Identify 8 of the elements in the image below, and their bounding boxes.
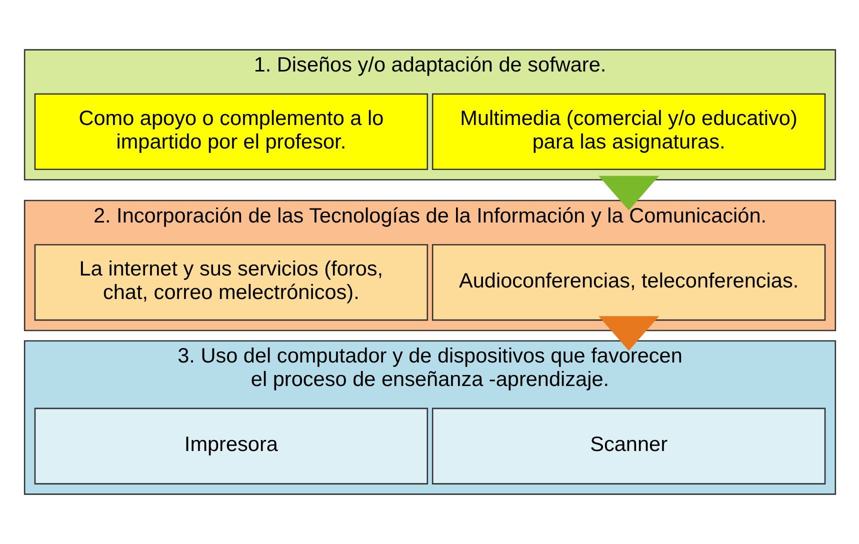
node-box: Multimedia (comercial y/o educativo) para las asignaturas. xyxy=(431,93,826,170)
node-box: Como apoyo o complemento a lo impartido por el profesor. xyxy=(34,93,428,170)
node-box: Scanner xyxy=(431,408,826,484)
arrow xyxy=(598,176,659,210)
arrow xyxy=(598,316,659,351)
node-box: La internet y sus servicios (foros, chat, correo melectrónicos). xyxy=(34,244,428,321)
node-box: Audioconferencias, teleconferencias. xyxy=(431,244,826,321)
node-box: Impresora xyxy=(34,408,428,484)
